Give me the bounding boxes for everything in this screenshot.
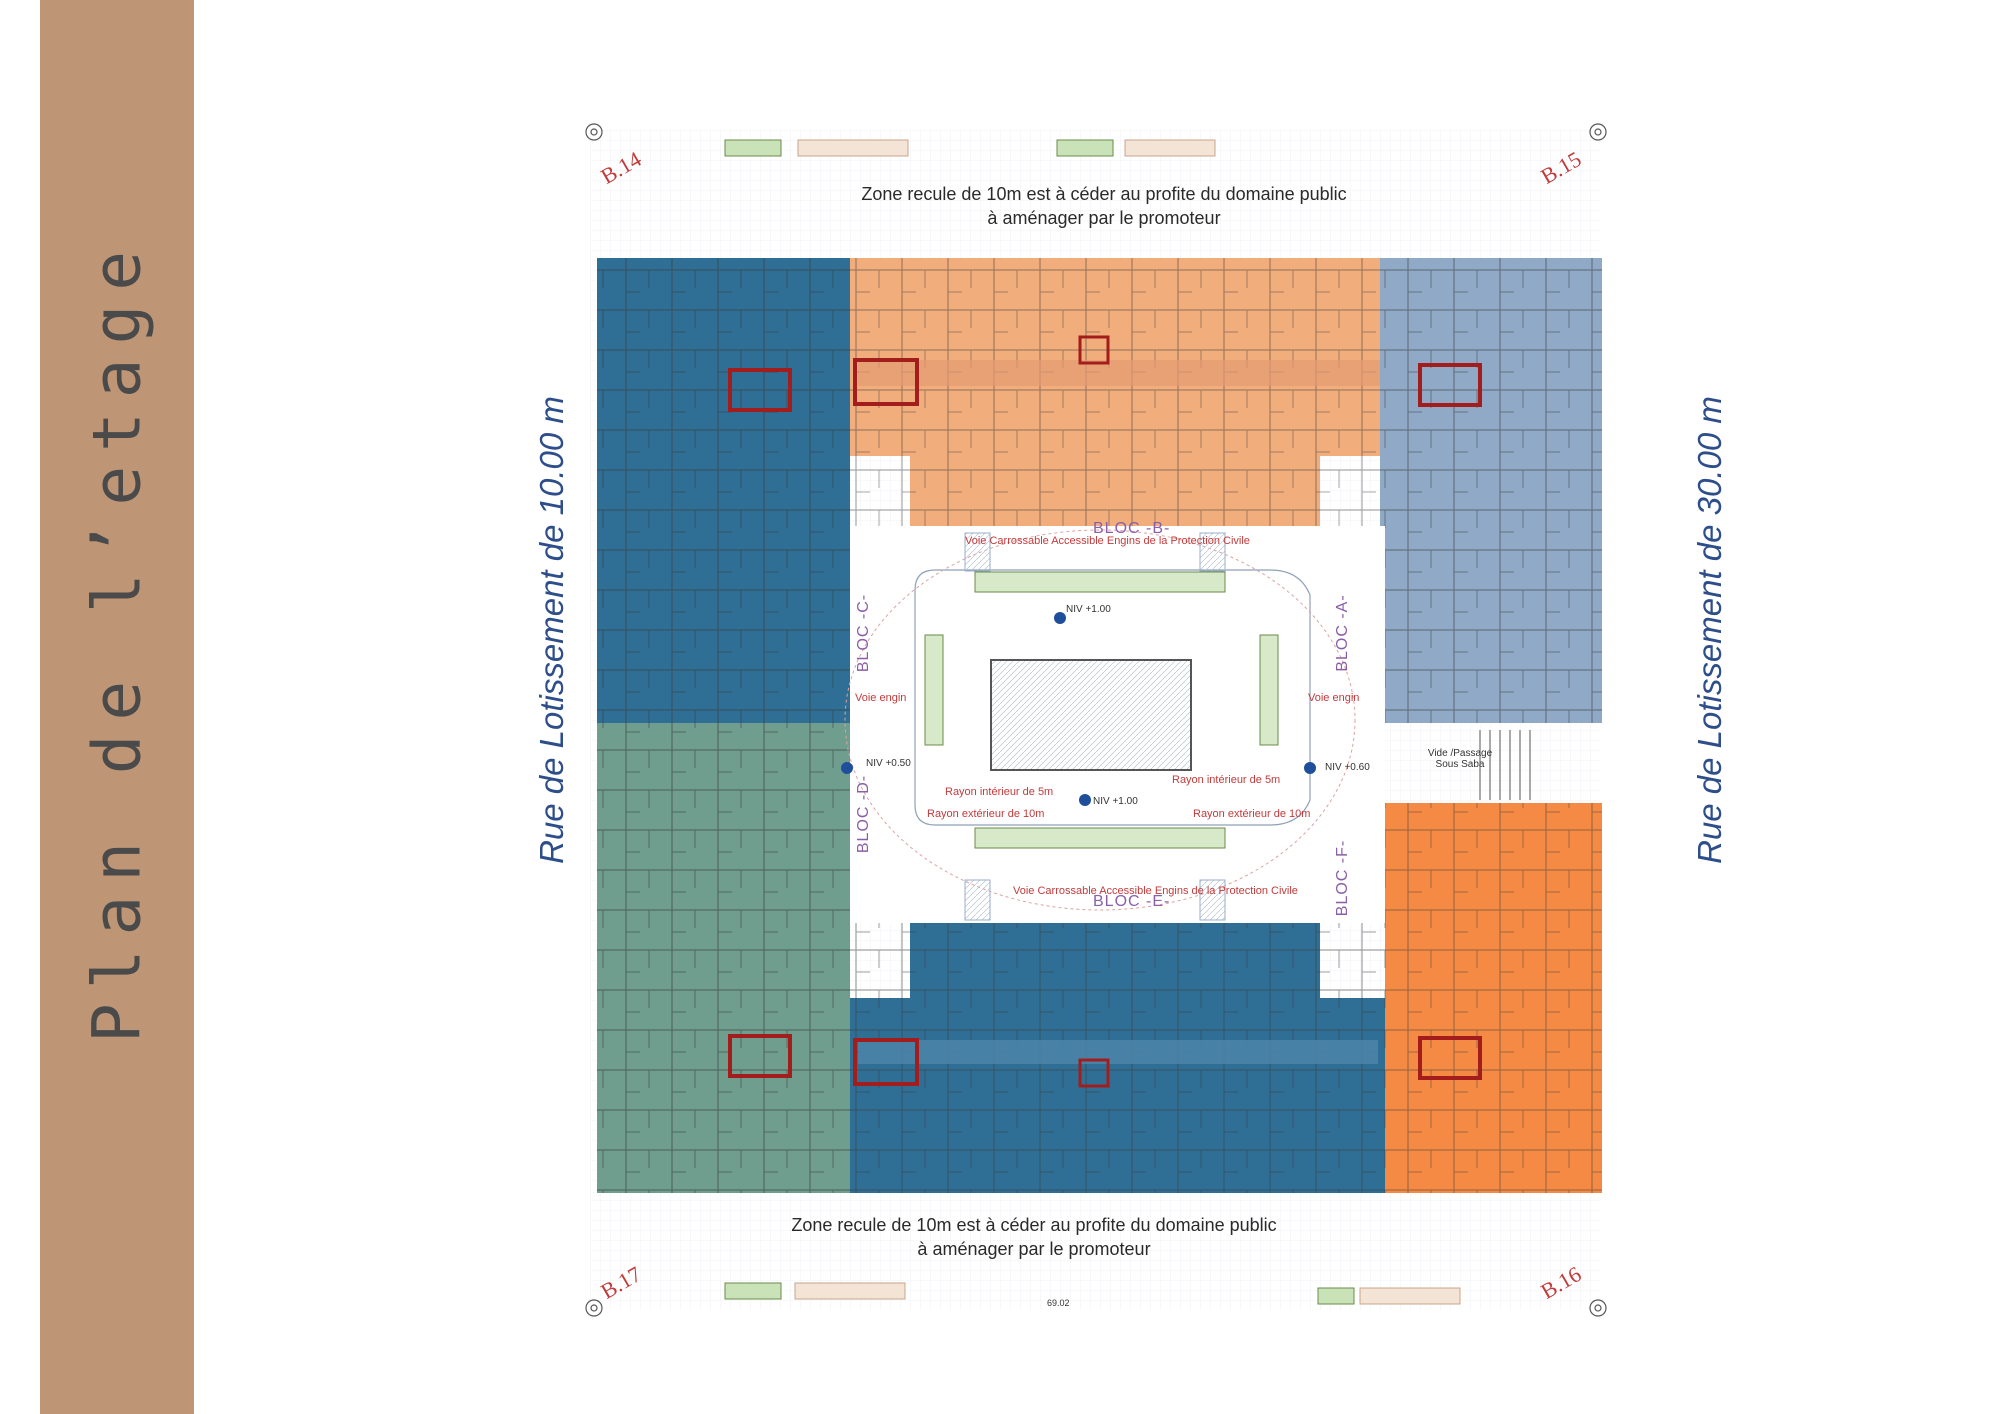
- bloc-c-building: [597, 258, 850, 723]
- rayon-int-left-label: Rayon intérieur de 5m: [945, 786, 1054, 798]
- zone-note-bottom-line1: Zone recule de 10m est à céder au profit…: [791, 1215, 1277, 1235]
- niv-top-label: NIV +1.00: [1066, 604, 1111, 615]
- zone-note-top-line1: Zone recule de 10m est à céder au profit…: [861, 184, 1347, 204]
- floor-plan: [580, 110, 1620, 1330]
- niv-left-label: NIV +0.50: [866, 758, 911, 769]
- bloc-b-building: [850, 258, 1380, 526]
- zone-note-bottom: Zone recule de 10m est à céder au profit…: [791, 1213, 1276, 1261]
- planters: [724, 139, 1461, 1305]
- survey-markers: [585, 123, 1607, 1317]
- street-right-label: Rue de Lotissement de 30.00 m: [1691, 396, 1728, 864]
- vide-line2: Sous Saba: [1435, 759, 1485, 770]
- level-markers: [841, 612, 1316, 806]
- scale-dimension: 69.02: [1047, 1298, 1070, 1308]
- zone-note-top-line2: à aménager par le promoteur: [987, 208, 1221, 228]
- voie-top-label: Voie Carrossable Accessible Engins de la…: [965, 535, 1250, 547]
- bloc-f-building: [1385, 803, 1602, 1193]
- bloc-d-building: [597, 723, 850, 1193]
- bloc-c-label: BLOC -C-: [855, 593, 872, 673]
- bloc-d-label: BLOC -D-: [855, 774, 872, 854]
- passage-stairs: [1479, 730, 1531, 800]
- bloc-e-label: BLOC -E-: [1093, 893, 1171, 910]
- page-title: Plan de l’etage: [78, 236, 156, 1044]
- bloc-b-label: BLOC -B-: [1093, 520, 1171, 537]
- bloc-f-label: BLOC -F-: [1334, 839, 1351, 917]
- rayon-int-right-label: Rayon intérieur de 5m: [1172, 774, 1281, 786]
- bloc-a-label: BLOC -A-: [1334, 594, 1351, 672]
- vide-line1: Vide /Passage: [1427, 748, 1493, 759]
- side-band: [40, 0, 194, 1414]
- niv-center-label: NIV +1.00: [1093, 796, 1138, 807]
- bloc-e-building: [850, 923, 1385, 1193]
- vide-passage-label: Vide /Passage Sous Saba: [1420, 748, 1500, 770]
- zone-note-bottom-line2: à aménager par le promoteur: [917, 1239, 1151, 1259]
- rayon-ext-left-label: Rayon extérieur de 10m: [927, 808, 1045, 820]
- street-left-label: Rue de Lotissement de 10.00 m: [533, 396, 570, 864]
- rayon-ext-right-label: Rayon extérieur de 10m: [1193, 808, 1311, 820]
- bloc-a-building: [1380, 258, 1602, 723]
- zone-note-top: Zone recule de 10m est à céder au profit…: [861, 182, 1346, 230]
- voie-bottom-label: Voie Carrossable Accessible Engins de la…: [1013, 885, 1298, 897]
- central-pool: [990, 659, 1192, 771]
- niv-right-label: NIV +0.60: [1325, 762, 1370, 773]
- voie-engin-right-label: Voie engin: [1308, 692, 1360, 704]
- floor-plan-svg: [585, 123, 1607, 1317]
- courtyard: [844, 526, 1385, 923]
- voie-engin-left-label: Voie engin: [855, 692, 907, 704]
